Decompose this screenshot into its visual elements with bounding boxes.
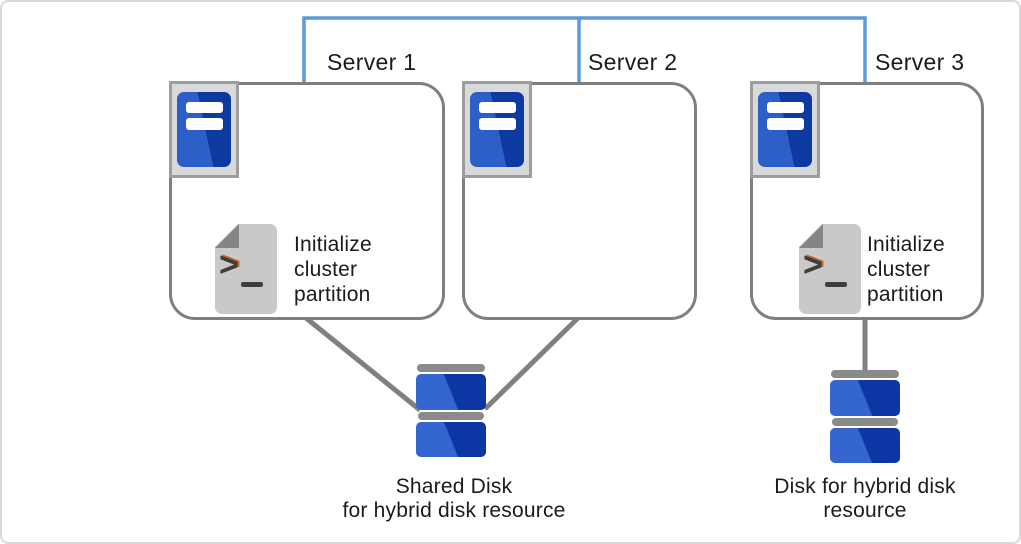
disk-divider-bar [418,412,484,420]
server-drive-slot [186,118,223,130]
disk-cap-bar [417,364,485,372]
server-drive-slot [479,102,516,113]
disk-platter [830,428,900,463]
server-front-panel [177,92,231,167]
disk-cap-bar [831,370,899,378]
terminal-prompt-glyph: > [803,246,823,284]
terminal-prompt-glyph: > [219,246,239,284]
hybrid-disk-label: Disk for hybrid disk resource [705,475,1019,523]
disk-platter [416,374,486,410]
script-note-line: Initialize [294,233,372,256]
disk-label-line: for hybrid disk resource [342,499,566,522]
server-drive-slot [479,118,516,130]
shared-disk-label: Shared Disk for hybrid disk resource [294,475,614,523]
disk-platter [416,422,486,457]
disk-label-line: Shared Disk [395,475,513,498]
server-tower-icon [169,81,239,178]
server-drive-slot [767,102,804,113]
server-3-label: Server 3 [875,49,965,75]
server-1-script-note: Initialize cluster partition [294,232,372,307]
terminal-cursor-glyph [825,282,847,287]
server-1-label: Server 1 [327,49,417,75]
disk-stack-icon [416,364,486,457]
server-drive-slot [767,118,804,130]
server-front-panel [758,92,812,167]
script-file-folded-corner [215,224,239,248]
server-front-panel [470,92,524,167]
script-file-icon: > [215,224,277,314]
disk-label-line: Disk for hybrid disk [774,475,956,498]
terminal-cursor-glyph [241,282,263,287]
disk-platter [830,380,900,416]
script-file-icon: > [799,224,861,314]
server-tower-icon [462,81,532,178]
network-interconnect-line [302,16,867,82]
server-2-box [462,82,697,320]
storage-connection-lines [304,316,868,412]
script-note-line: cluster [294,258,358,281]
script-note-line: partition [294,283,371,306]
server-tower-icon [750,81,820,178]
server-3-script-note: Initialize cluster partition [867,232,945,307]
script-note-line: cluster [867,258,931,281]
disk-stack-icon [830,370,900,463]
script-note-line: Initialize [867,233,945,256]
server-2-label: Server 2 [588,49,678,75]
script-note-line: partition [867,283,944,306]
disk-label-line: resource [823,499,907,522]
disk-divider-bar [832,418,898,426]
server-drive-slot [186,102,223,113]
